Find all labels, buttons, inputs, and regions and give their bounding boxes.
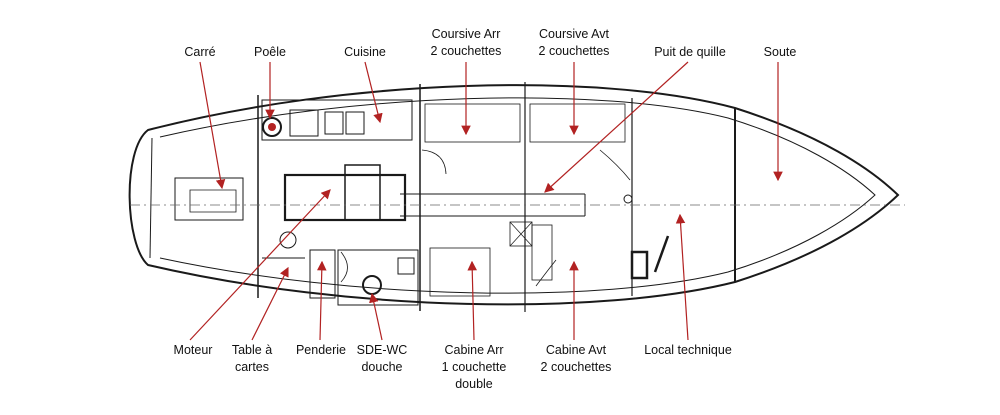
arrow-puits xyxy=(544,61,689,193)
arrow-penderie xyxy=(316,260,327,341)
arrow-carre xyxy=(199,61,226,190)
label-carre: Carré xyxy=(184,45,216,59)
label-poele: Poêle xyxy=(254,45,286,59)
label-local-technique: Local technique xyxy=(644,343,732,357)
arrow-local xyxy=(675,213,689,341)
label-cuisine: Cuisine xyxy=(344,45,386,59)
label-penderie: Penderie xyxy=(295,343,347,357)
stove-highlight xyxy=(268,123,276,131)
arrow-table-cartes xyxy=(251,266,289,341)
label-moteur: Moteur xyxy=(173,343,213,357)
arrow-cuisine xyxy=(364,61,383,124)
hull-outline xyxy=(128,82,900,312)
label-arrows xyxy=(189,61,783,341)
label-puits: Puit de quille xyxy=(654,45,726,59)
label-soute: Soute xyxy=(763,45,797,59)
arrow-cabine-arr xyxy=(467,260,478,341)
arrow-moteur xyxy=(189,189,331,341)
arrow-sde-wc xyxy=(369,292,383,341)
